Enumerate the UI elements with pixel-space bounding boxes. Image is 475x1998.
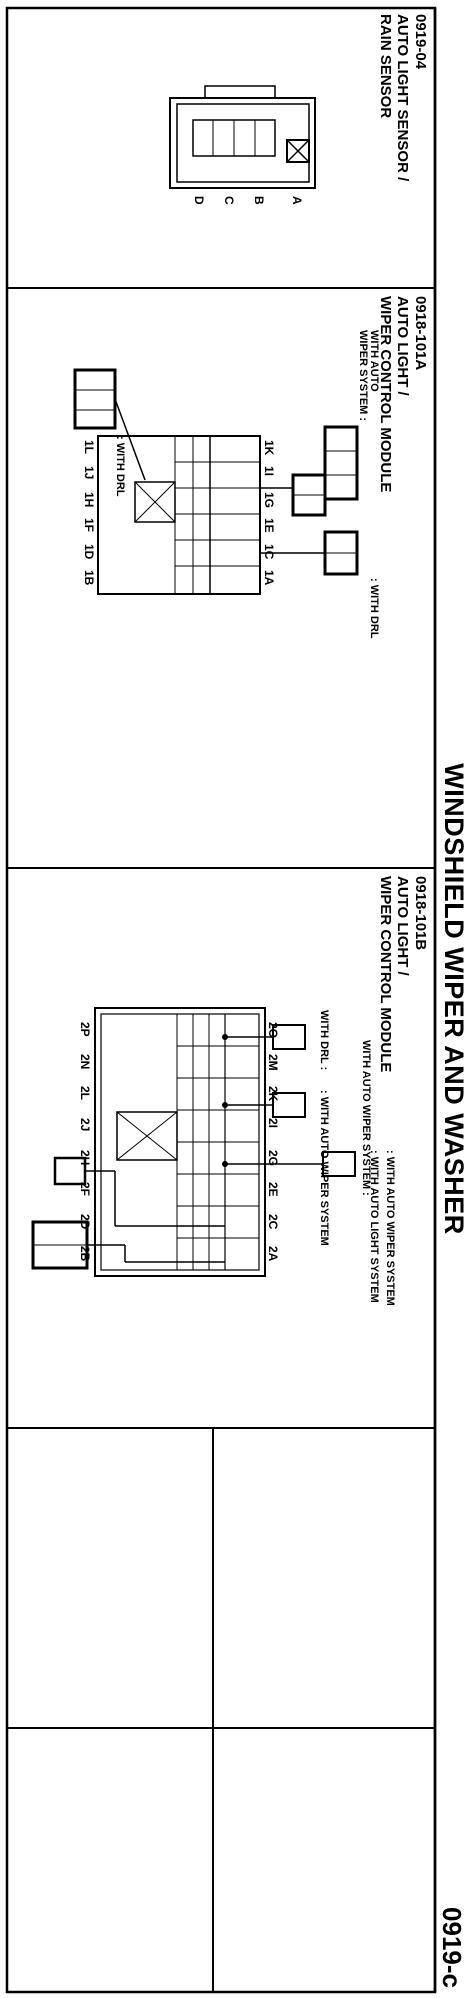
outer-frame xyxy=(5,6,437,1994)
pin-label: 2F xyxy=(78,1182,92,1197)
pin-label: C xyxy=(222,196,236,205)
note-with-auto-wiper: WITH AUTO WIPER SYSTEM : xyxy=(357,330,380,422)
connector-code: 0918-101A xyxy=(412,296,429,371)
pin-label: B xyxy=(252,196,266,205)
connector-name: AUTO LIGHT / WIPER CONTROL MODULE xyxy=(377,876,411,1073)
pin-label: 1H xyxy=(82,492,96,508)
pin-label: 2N xyxy=(78,1054,92,1070)
pin-label: A xyxy=(290,196,304,205)
connector-code: 0919-04 xyxy=(412,14,429,70)
page-number: 0919-c xyxy=(437,1907,467,1988)
pin-label: 2C xyxy=(266,1214,280,1230)
note-auto-wiper-2: : WITH AUTO WIPER SYSTEM xyxy=(384,1150,396,1306)
pin-label: 2B xyxy=(78,1246,92,1262)
pin-label: 1E xyxy=(262,518,276,533)
pin-label: 1J xyxy=(82,466,96,480)
pin-label: 2O xyxy=(266,1022,280,1039)
pin-label: 2I xyxy=(266,1118,280,1129)
note-auto-wiper: : WITH AUTO WIPER SYSTEM xyxy=(318,1090,330,1246)
connector-code: 0918-101B xyxy=(412,876,429,951)
pin-label: 2E xyxy=(266,1182,280,1197)
pin-label: 1A xyxy=(262,570,276,586)
connector-name: AUTO LIGHT SENSOR / RAIN SENSOR xyxy=(377,14,411,182)
pin-label: 2D xyxy=(78,1214,92,1230)
note-auto-light: : WITH AUTO LIGHT SYSTEM xyxy=(368,1150,380,1303)
pin-label: 1G xyxy=(262,492,276,509)
pin-label: 1D xyxy=(82,544,96,560)
connector-name: AUTO LIGHT / WIPER CONTROL MODULE xyxy=(377,296,411,493)
pin-label: 1F xyxy=(82,518,96,533)
pin-label: 2K xyxy=(266,1086,280,1102)
pin-label: 1K xyxy=(262,440,276,456)
pin-label: 2M xyxy=(266,1054,280,1071)
pin-label: 2H xyxy=(78,1150,92,1166)
module-a-connector-shape xyxy=(73,368,359,595)
pin-label: 1B xyxy=(82,570,96,586)
pin-label: 2J xyxy=(78,1118,92,1132)
note-with-drl: WITH DRL : xyxy=(318,1010,330,1071)
pin-label: 2L xyxy=(78,1086,92,1101)
pin-label: 1C xyxy=(262,544,276,560)
sensor-connector-shape xyxy=(169,85,316,189)
pin-label: D xyxy=(192,196,206,205)
pin-label: 2P xyxy=(78,1022,92,1037)
pin-label: 2G xyxy=(266,1150,280,1167)
module-b-connector-shape xyxy=(31,1007,356,1277)
pin-label: 1I xyxy=(262,466,276,477)
note-with-drl: : WITH DRL xyxy=(114,436,126,497)
page-title: WINDSHIELD WIPER AND WASHER xyxy=(439,763,469,1235)
pin-label: 1L xyxy=(82,440,96,455)
pin-label: 2A xyxy=(266,1246,280,1262)
note-with-drl: : WITH DRL xyxy=(368,578,380,639)
